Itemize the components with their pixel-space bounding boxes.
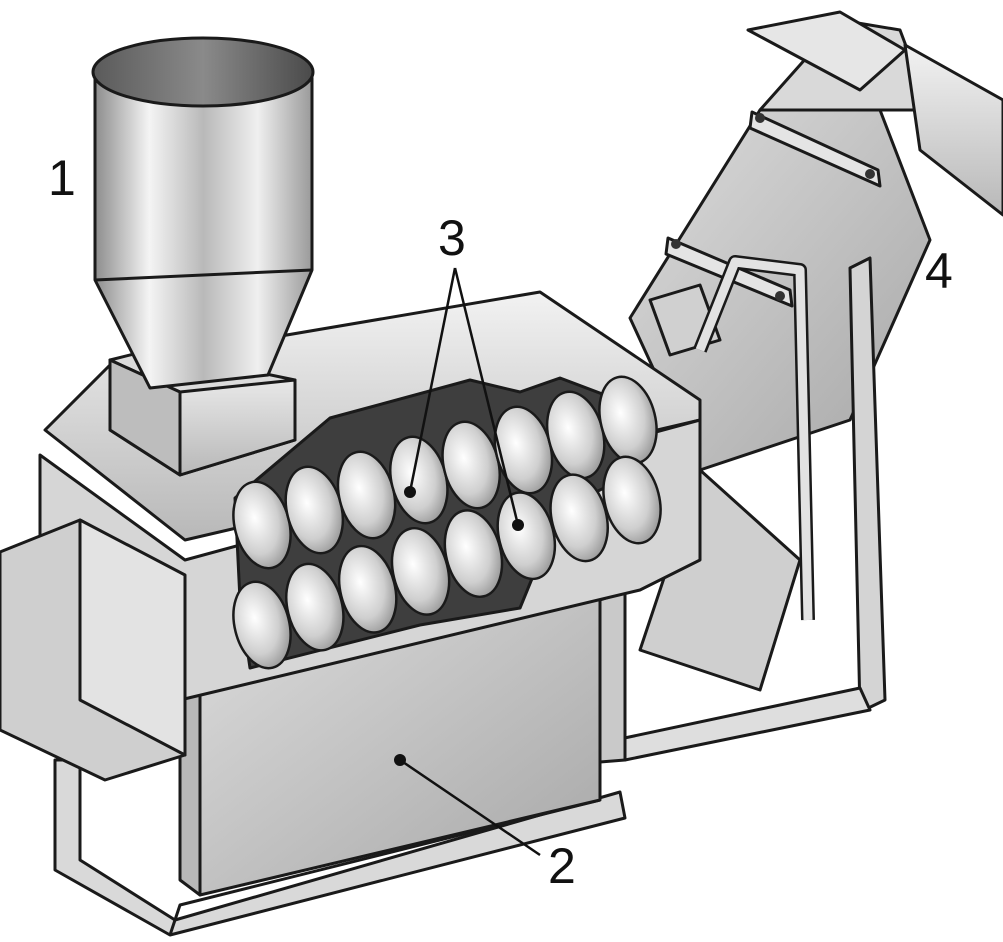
discharge-conveyor	[628, 10, 1003, 692]
leader-dot-3b	[512, 519, 524, 531]
leader-dot-2	[394, 754, 406, 766]
leader-line-3b	[453, 267, 520, 526]
lower-auger	[232, 455, 662, 670]
leader-dot-3a	[404, 486, 416, 498]
conveyor-bolts	[671, 113, 875, 301]
leader-lines	[399, 267, 541, 857]
callout-tank: 2	[548, 838, 576, 894]
leader-line-3a	[408, 267, 457, 493]
callout-augers: 3	[438, 210, 466, 266]
leader-line-2	[399, 758, 541, 857]
auger-flight	[602, 455, 662, 545]
callout-discharge-conveyor: 4	[925, 243, 953, 299]
leader-dots	[394, 486, 524, 766]
callout-hopper: 1	[48, 150, 76, 206]
upper-auger	[232, 375, 658, 570]
feed-hopper	[91, 36, 315, 477]
